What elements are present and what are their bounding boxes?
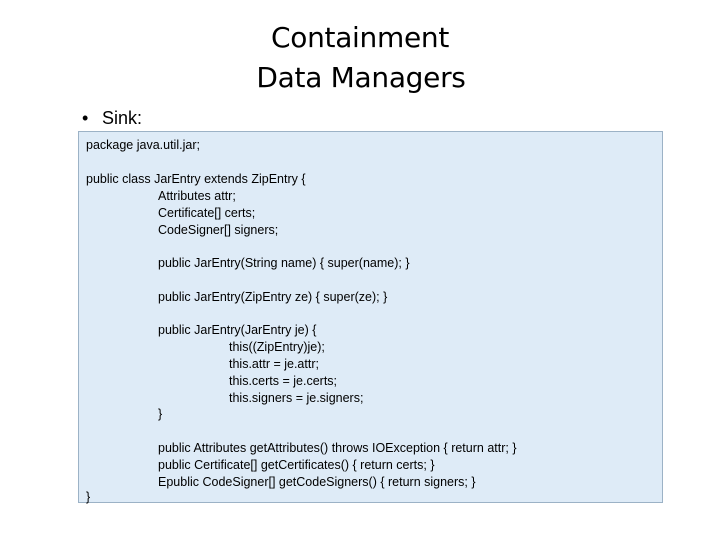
code-line-method-getcertificates: public Certificate[] getCertificates() {… [158, 458, 435, 472]
code-line-constructor-close: } [158, 407, 163, 421]
code-line-field-signers: CodeSigner[] signers; [158, 223, 279, 237]
code-line-assign-attr: this.attr = je.attr; [229, 357, 319, 371]
code-line-method-getattributes: public Attributes getAttributes() throws… [158, 441, 517, 455]
code-line-assign-certs: this.certs = je.certs; [229, 374, 338, 388]
bullet-item-sink: • Sink: [82, 106, 142, 130]
code-line-method-getcodesigners: Epublic CodeSigner[] getCodeSigners() { … [158, 475, 476, 489]
title-line-containment: Containment [270, 21, 450, 54]
code-line-field-certs: Certificate[] certs; [158, 206, 256, 220]
code-line-constructor-jarentry: public JarEntry(JarEntry je) { [158, 323, 317, 337]
code-line-constructor-zipentry: public JarEntry(ZipEntry ze) { super(ze)… [158, 290, 388, 304]
bullet-symbol: • [82, 108, 89, 128]
title-line-data-managers: Data Managers [256, 61, 466, 94]
code-line-class-declaration: public class JarEntry extends ZipEntry { [86, 172, 306, 186]
code-block: package java.util.jar; public class JarE… [78, 131, 663, 504]
code-line-field-attr: Attributes attr; [158, 189, 236, 203]
code-line-package: package java.util.jar; [86, 138, 200, 152]
code-line-constructor-string: public JarEntry(String name) { super(nam… [158, 256, 410, 270]
code-line-assign-signers: this.signers = je.signers; [229, 391, 364, 405]
code-line-class-close: } [86, 490, 91, 504]
slide-title: Containment Data Managers [0, 18, 720, 98]
bullet-text: Sink: [102, 108, 143, 128]
code-line-constructor-this: this((ZipEntry)je); [229, 340, 325, 354]
